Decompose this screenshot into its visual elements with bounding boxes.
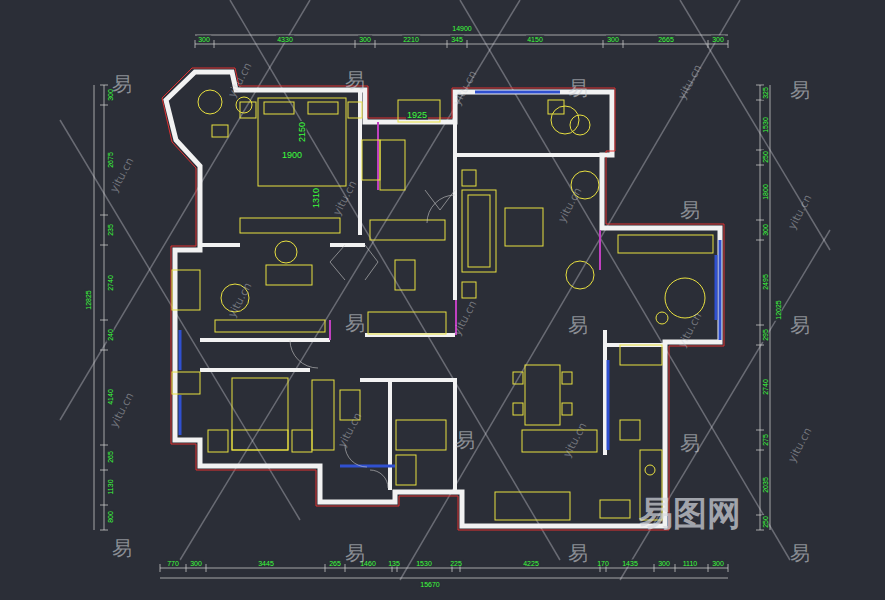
watermark: 易 <box>790 315 810 335</box>
watermark: 易 <box>790 543 810 563</box>
watermark: 易 <box>345 313 365 333</box>
watermark: 易 <box>680 200 700 220</box>
dimension: 295 <box>762 328 769 342</box>
dimension: 235 <box>107 223 114 237</box>
dimension: 1110 <box>682 560 699 567</box>
dimension: 300 <box>358 36 372 43</box>
dimension: 300 <box>197 36 211 43</box>
dimension: 300 <box>762 223 769 237</box>
watermark: 易 <box>680 433 700 453</box>
dimension: 300 <box>189 560 203 567</box>
watermark: 易 <box>568 78 588 98</box>
watermark: 易 <box>790 80 810 100</box>
watermark-url: yitu.cn <box>561 421 588 459</box>
dimension: 15670 <box>419 581 440 588</box>
dimension: 4150 <box>526 36 544 43</box>
dimension: 250 <box>762 150 769 164</box>
dimension: 2740 <box>107 274 114 292</box>
dimension: 2210 <box>402 36 420 43</box>
dimension: 1530 <box>415 560 433 567</box>
dimension: 1530 <box>762 116 769 134</box>
watermark-url: yitu.cn <box>226 281 253 319</box>
dimension: 170 <box>596 560 610 567</box>
dimension: 225 <box>449 560 463 567</box>
watermark-url: yitu.cn <box>556 186 583 224</box>
dimension: 345 <box>450 36 464 43</box>
dimension: 1900 <box>281 151 303 160</box>
dimension: 1925 <box>406 111 428 120</box>
dimension: 2035 <box>762 476 769 494</box>
dimension: 2150 <box>298 121 307 143</box>
dimension: 800 <box>107 510 114 524</box>
dimension: 2740 <box>762 378 769 396</box>
dimension: 265 <box>328 560 342 567</box>
dimension: 265 <box>107 450 114 464</box>
watermark: 易 <box>345 70 365 90</box>
watermark-url: yitu.cn <box>786 426 813 464</box>
watermark: 易 <box>455 430 475 450</box>
dimension: 4330 <box>276 36 294 43</box>
dimension: 325 <box>762 86 769 100</box>
watermark-url: yitu.cn <box>786 193 813 231</box>
dimension: 4140 <box>107 388 114 406</box>
watermark-logo: 易图网 <box>639 496 741 530</box>
dimension: 1130 <box>107 478 114 495</box>
dimension: 2665 <box>657 36 675 43</box>
dimension: 250 <box>762 515 769 529</box>
dimension: 770 <box>166 560 180 567</box>
watermark: 易 <box>345 543 365 563</box>
dimension: 135 <box>387 560 401 567</box>
dimension: 300 <box>711 36 725 43</box>
watermark-url: yitu.cn <box>226 61 253 99</box>
dimension: 2495 <box>762 273 769 291</box>
dimension: 300 <box>711 560 725 567</box>
dimension: 12025 <box>775 299 782 320</box>
dimension: 1310 <box>312 187 321 209</box>
dimension: 1800 <box>762 183 769 201</box>
watermark-url: yitu.cn <box>676 63 703 101</box>
dimension: 12825 <box>85 289 92 310</box>
watermark: 易 <box>568 315 588 335</box>
dimension: 14900 <box>451 25 472 32</box>
dimension: 300 <box>657 560 671 567</box>
dimension: 2675 <box>107 151 114 169</box>
dimension: 1435 <box>621 560 639 567</box>
dimension: 275 <box>762 433 769 447</box>
watermark: 易 <box>568 543 588 563</box>
watermark: 易 <box>112 538 132 558</box>
dimension: 3445 <box>257 560 275 567</box>
dimension: 4225 <box>522 560 540 567</box>
dimension: 240 <box>107 328 114 342</box>
dimension: 300 <box>606 36 620 43</box>
watermark: 易 <box>112 74 132 94</box>
